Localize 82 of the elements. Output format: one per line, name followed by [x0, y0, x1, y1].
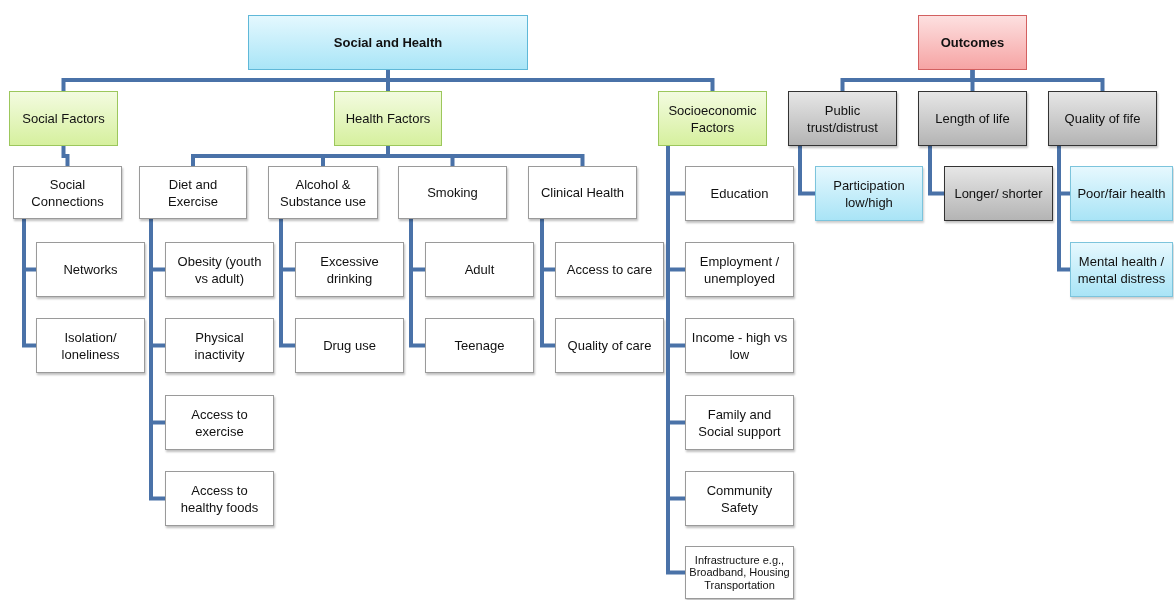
box-label: Mental health / mental distress — [1076, 252, 1167, 287]
category-box — [36, 242, 145, 297]
connector-line — [666, 146, 685, 575]
category-box — [685, 318, 794, 373]
category-box — [165, 471, 274, 526]
box-label: Outcomes — [940, 34, 1005, 51]
connector-line — [928, 146, 944, 196]
category-box — [248, 15, 528, 70]
box-label: Longer/ shorter — [954, 185, 1043, 202]
category-box — [398, 166, 507, 219]
category-box — [685, 471, 794, 526]
box-label: Family and Social support — [697, 405, 782, 440]
box-label: Clinical Health — [540, 184, 625, 201]
category-box — [334, 91, 442, 146]
category-box — [658, 91, 767, 146]
box-label: Social and Health — [333, 34, 443, 51]
box-label: Access to care — [566, 261, 653, 278]
box-label: Access to healthy foods — [179, 481, 260, 516]
box-label: Drug use — [323, 337, 376, 354]
box-label: Participation low/high — [832, 176, 906, 211]
box-label: Access to exercise — [190, 405, 249, 440]
category-box — [36, 318, 145, 373]
box-label: Poor/fair health — [1077, 185, 1166, 202]
box-label: Excessive drinking — [319, 252, 380, 287]
box-label: Infrastructure e.g., Broadband, Housing Transportation — [688, 553, 791, 592]
category-box — [13, 166, 122, 219]
category-box — [555, 242, 664, 297]
box-label: Length of life — [935, 110, 1010, 127]
category-box — [1048, 91, 1157, 146]
box-label: Networks — [63, 261, 118, 278]
connector-line — [1057, 146, 1070, 272]
category-box — [918, 15, 1027, 70]
connector-line — [540, 219, 555, 348]
box-label: Social Connections — [30, 175, 105, 210]
box-label: Social Factors — [22, 110, 105, 127]
category-box — [1070, 242, 1173, 297]
connector-line — [386, 146, 585, 166]
box-label: Teenage — [454, 337, 505, 354]
connector-line — [798, 146, 815, 196]
box-label: Income - high vs low — [690, 328, 789, 363]
box-label: Employment / unemployed — [698, 252, 781, 287]
box-label: Public trust/distrust — [806, 101, 879, 136]
connector-line — [22, 219, 36, 348]
category-box — [685, 546, 794, 599]
category-box — [425, 318, 534, 373]
category-box — [268, 166, 378, 219]
box-label: Health Factors — [345, 110, 431, 127]
category-box — [685, 395, 794, 450]
box-label: Isolation/ loneliness — [60, 328, 121, 363]
box-label: Smoking — [427, 184, 478, 201]
category-box — [528, 166, 637, 219]
category-box — [555, 318, 664, 373]
box-label: Physical inactivity — [193, 328, 246, 363]
category-box — [944, 166, 1053, 221]
category-box — [425, 242, 534, 297]
box-label: Alcohol & Substance use — [279, 175, 367, 210]
category-box — [815, 166, 923, 221]
category-box — [9, 91, 118, 146]
category-box — [788, 91, 897, 146]
box-label: Quality of fife — [1064, 110, 1141, 127]
box-label: Quality of care — [567, 337, 652, 354]
box-label: Education — [710, 185, 769, 202]
box-label: Community Safety — [705, 481, 774, 516]
box-label: Adult — [464, 261, 495, 278]
category-box — [165, 242, 274, 297]
connector-line — [970, 70, 1105, 91]
box-label: Diet and Exercise — [167, 175, 219, 210]
category-box — [165, 318, 274, 373]
category-box — [918, 91, 1027, 146]
connector-line — [61, 146, 70, 166]
category-box — [295, 318, 404, 373]
category-box — [685, 166, 794, 221]
connector-line — [279, 219, 295, 348]
category-box — [139, 166, 247, 219]
category-box — [295, 242, 404, 297]
category-box — [1070, 166, 1173, 221]
category-box — [165, 395, 274, 450]
box-label: Socioeconomic Factors — [667, 101, 758, 136]
connector-line — [409, 219, 425, 348]
box-label: Obesity (youth vs adult) — [176, 252, 263, 287]
connector-line — [149, 219, 165, 501]
category-box — [685, 242, 794, 297]
